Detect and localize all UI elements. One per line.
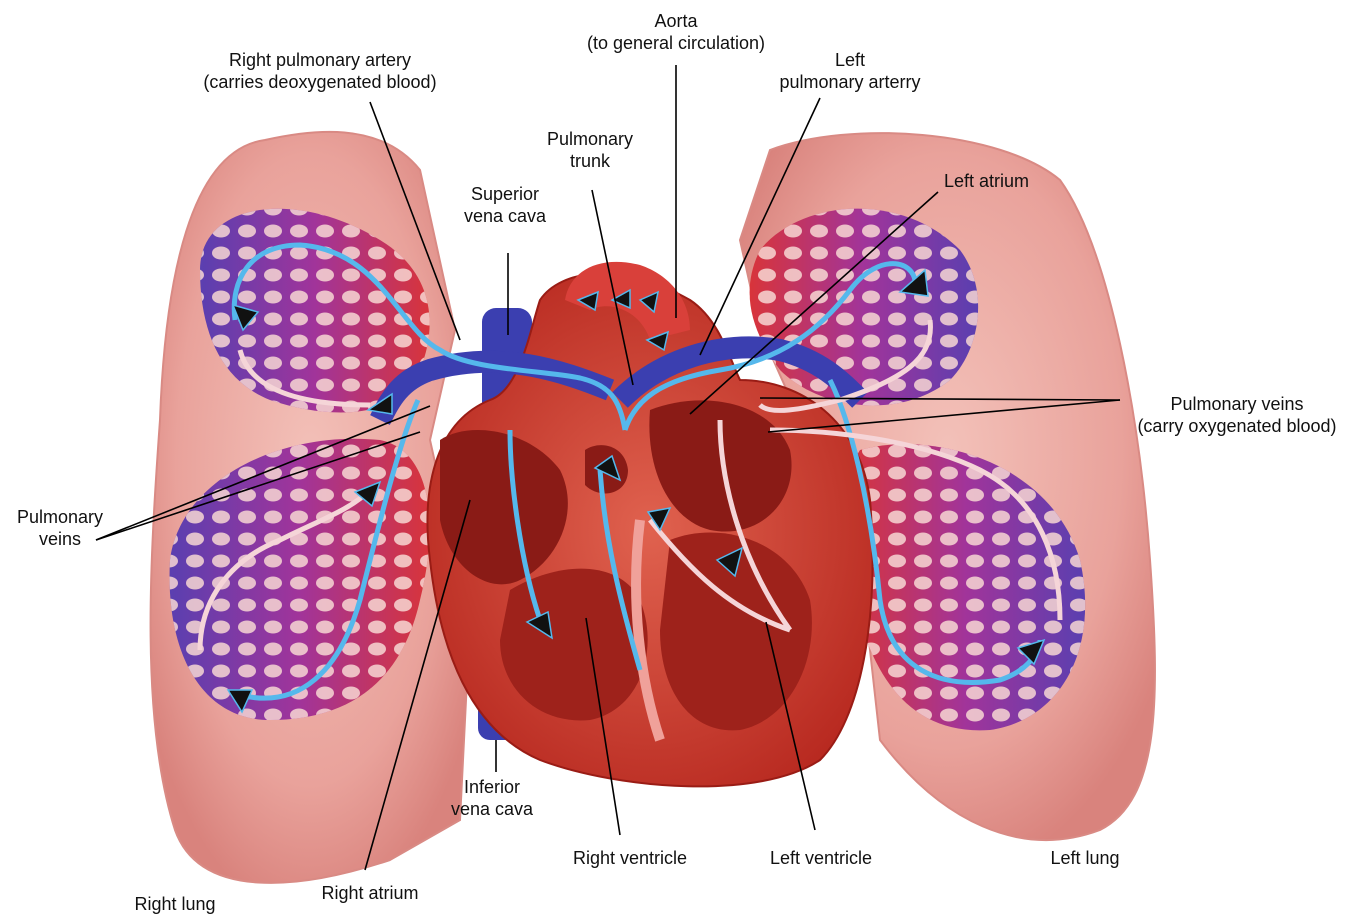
aorta-label: Aorta (to general circulation) (566, 10, 786, 54)
pulmonary-trunk-label: Pulmonary trunk (530, 128, 650, 172)
right-pulmonary-artery-label: Right pulmonary artery (carries deoxygen… (170, 49, 470, 93)
left-atrium-label: Left atrium (944, 170, 1029, 192)
inferior-vena-cava-label: Inferior vena cava (432, 776, 552, 820)
right-ventricle-label: Right ventricle (550, 847, 710, 869)
right-atrium-label: Right atrium (300, 882, 440, 904)
left-pulmonary-artery-label: Left pulmonary arterry (755, 49, 945, 93)
pulmonary-veins-right-label: Pulmonary veins (carry oxygenated blood) (1122, 393, 1352, 437)
right-lung-label: Right lung (115, 893, 235, 915)
pulmonary-veins-left-label: Pulmonary veins (5, 506, 115, 550)
superior-vena-cava-label: Superior vena cava (450, 183, 560, 227)
left-lung-label: Left lung (1030, 847, 1140, 869)
left-ventricle-label: Left ventricle (746, 847, 896, 869)
